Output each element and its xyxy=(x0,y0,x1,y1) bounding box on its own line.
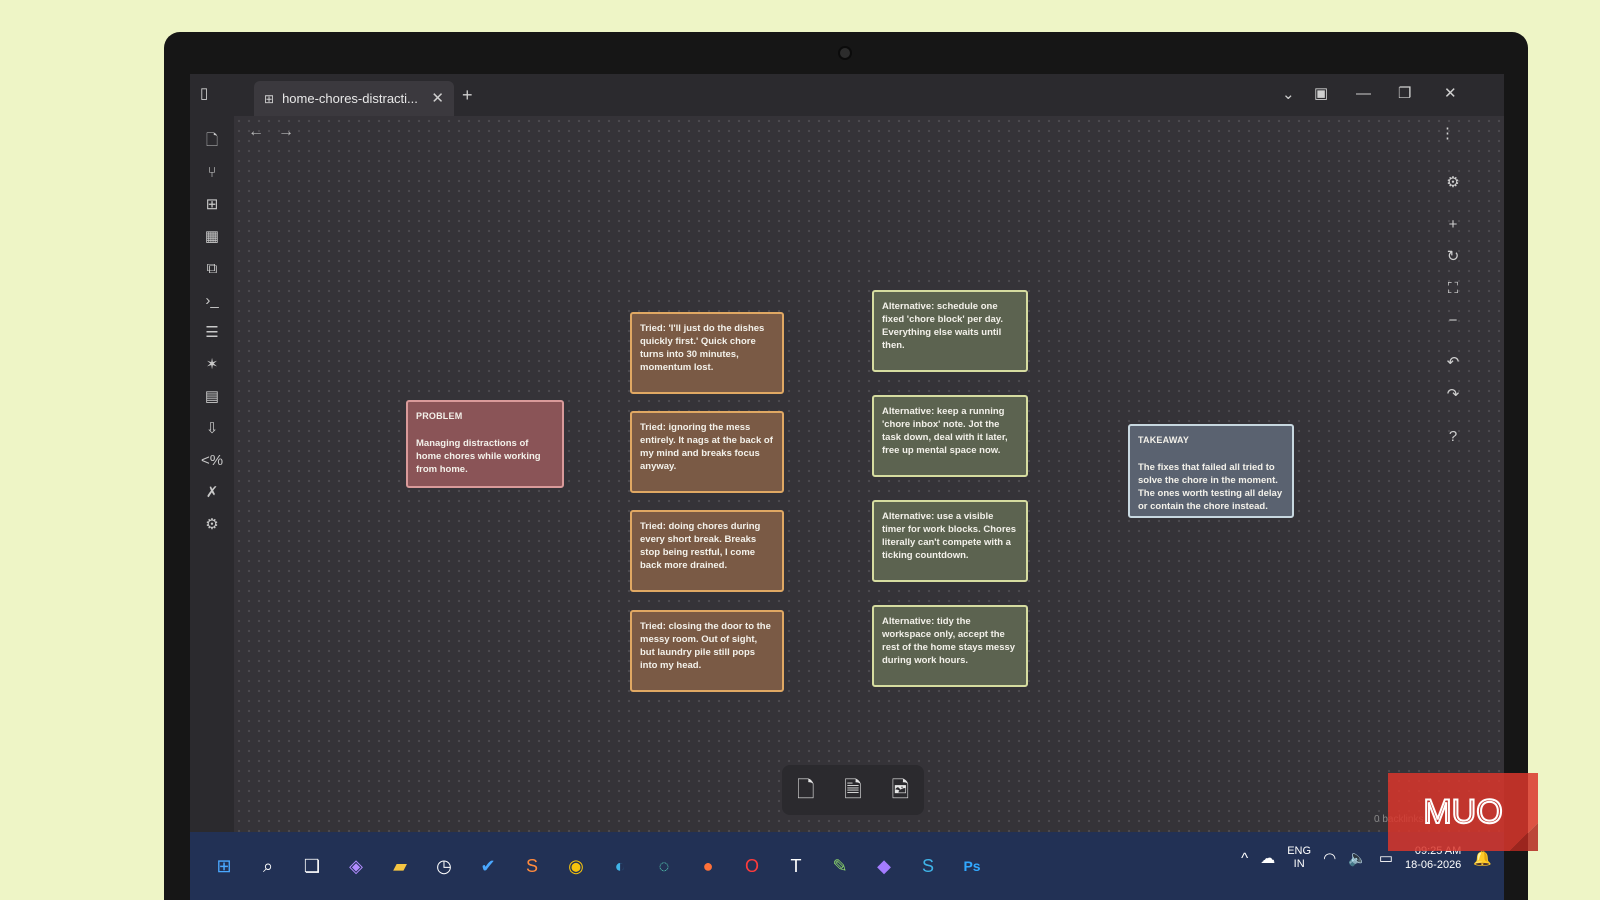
tried-text: Tried: closing the door to the messy roo… xyxy=(640,621,771,671)
tools-icon[interactable]: ✗ xyxy=(205,483,219,501)
forward-arrow-icon[interactable]: → xyxy=(278,123,294,140)
sidebar-toggle-icon[interactable]: ▯ xyxy=(200,85,209,102)
muo-watermark-logo: MUO xyxy=(1388,773,1538,851)
add-card-icon[interactable]: 🗋 xyxy=(796,777,815,802)
redo-icon[interactable]: ↷ xyxy=(1446,385,1460,403)
alternative-text: Alternative: use a visible timer for wor… xyxy=(882,511,1017,561)
tried-text: Tried: 'I'll just do the dishes quickly … xyxy=(640,323,765,373)
todo-icon[interactable]: ✔ xyxy=(480,855,496,876)
alternative-card[interactable]: Alternative: keep a running 'chore inbox… xyxy=(872,395,1028,477)
tried-text: Tried: ignoring the mess entirely. It na… xyxy=(640,422,773,472)
input-language[interactable]: ENG IN xyxy=(1287,845,1311,871)
edge-icon[interactable]: ◐ xyxy=(614,855,626,876)
tab-title: home-chores-distracti... xyxy=(282,91,418,106)
alternative-text: Alternative: tidy the workspace only, ac… xyxy=(882,616,1016,666)
copilot-icon[interactable]: ◈ xyxy=(349,855,363,876)
obsidian-icon[interactable]: ◆ xyxy=(877,855,891,876)
add-note-icon[interactable]: 🗎 xyxy=(844,777,862,802)
settings-gear-icon[interactable]: ⚙ xyxy=(205,515,219,533)
arc-browser-icon[interactable]: ◌ xyxy=(658,855,670,876)
battery-icon[interactable]: ▭ xyxy=(1378,849,1394,867)
start-icon[interactable]: ⊞ xyxy=(216,855,232,876)
search-icon[interactable]: ⌕ xyxy=(262,855,274,876)
templates-icon[interactable]: ⧉ xyxy=(206,259,218,277)
date-text: 18-06-2026 xyxy=(1405,859,1462,871)
restore-icon[interactable]: ❐ xyxy=(1398,85,1412,102)
opera-icon[interactable]: O xyxy=(744,855,759,876)
add-media-icon[interactable]: 🖻 xyxy=(891,777,910,802)
takeaway-card[interactable]: TAKEAWAY The fixes that failed all tried… xyxy=(1128,424,1294,518)
problem-card[interactable]: PROBLEM Managing distractions of home ch… xyxy=(406,400,564,488)
tried-card[interactable]: Tried: 'I'll just do the dishes quickly … xyxy=(630,312,784,394)
windows-taskbar: ⊞ ⌕ ❏ ◈ ▰ ◷ ✔ S ◉ ◐ ◌ ● O T ✎ ◆ S Ps ^ ☁… xyxy=(190,832,1504,900)
notification-bell-icon[interactable]: 🔔 xyxy=(1473,849,1492,867)
history-nav: ← → xyxy=(248,124,294,140)
reset-zoom-icon[interactable]: ↻ xyxy=(1446,247,1460,265)
photoshop-icon[interactable]: Ps xyxy=(963,858,981,874)
code-icon[interactable]: <% xyxy=(200,451,224,469)
tab-home-chores[interactable]: ⊞ home-chores-distracti... ✕ xyxy=(254,81,454,116)
new-note-icon[interactable]: 🗋 xyxy=(205,131,219,149)
zoom-out-icon[interactable]: − xyxy=(1448,311,1458,329)
sublime-icon[interactable]: S xyxy=(525,855,538,876)
terminal-icon[interactable]: ›_ xyxy=(205,291,219,309)
canvas-icon[interactable]: ⊞ xyxy=(205,195,219,213)
volume-icon[interactable]: 🔈 xyxy=(1348,849,1367,867)
zoom-fit-icon[interactable]: ⛶ xyxy=(1447,279,1459,297)
watermark-text: MUO xyxy=(1423,793,1502,831)
notepad-icon[interactable]: ✎ xyxy=(832,855,848,876)
alternative-card[interactable]: Alternative: tidy the workspace only, ac… xyxy=(872,605,1028,687)
canvas-controls: ⚙ + ↻ ⛶ − ↶ ↷ ? xyxy=(1440,166,1466,452)
close-tab-icon[interactable]: ✕ xyxy=(431,90,444,107)
help-icon[interactable]: ? xyxy=(1448,427,1458,445)
zoom-in-icon[interactable]: + xyxy=(1448,215,1458,233)
calendar-icon[interactable]: ▦ xyxy=(204,227,220,245)
lang-code: ENG xyxy=(1287,845,1312,857)
alternative-text: Alternative: schedule one fixed 'chore b… xyxy=(882,301,1004,351)
split-view-icon[interactable]: ▣ xyxy=(1314,85,1329,102)
webcam xyxy=(838,46,852,60)
alternative-text: Alternative: keep a running 'chore inbox… xyxy=(882,406,1008,456)
takeaway-text: The fixes that failed all tried to solve… xyxy=(1138,462,1283,512)
alternative-card[interactable]: Alternative: schedule one fixed 'chore b… xyxy=(872,290,1028,372)
graph-view-icon[interactable]: ⑂ xyxy=(207,163,217,181)
tried-text: Tried: doing chores during every short b… xyxy=(640,521,761,571)
table-icon[interactable]: ▤ xyxy=(204,387,220,405)
alternative-card[interactable]: Alternative: use a visible timer for wor… xyxy=(872,500,1028,582)
canvas-settings-icon[interactable]: ⚙ xyxy=(1446,173,1460,191)
takeaway-heading: TAKEAWAY xyxy=(1138,435,1190,445)
skype-icon[interactable]: S xyxy=(921,855,934,876)
screen: ▯ ⊞ home-chores-distracti... ✕ + ⌄ ▣ — ❐… xyxy=(190,74,1504,900)
typora-icon[interactable]: T xyxy=(790,855,802,876)
file-explorer-icon[interactable]: ▰ xyxy=(393,855,407,876)
outline-icon[interactable]: ☰ xyxy=(205,323,219,341)
tried-card[interactable]: Tried: ignoring the mess entirely. It na… xyxy=(630,411,784,493)
onedrive-icon[interactable]: ☁ xyxy=(1260,849,1276,867)
show-hidden-icons-chevron-icon[interactable]: ^ xyxy=(1241,849,1249,867)
tab-bar: ▯ ⊞ home-chores-distracti... ✕ + ⌄ ▣ — ❐… xyxy=(190,74,1504,116)
tried-card[interactable]: Tried: doing chores during every short b… xyxy=(630,510,784,592)
canvas-add-toolbar: 🗋 🗎 🖻 xyxy=(782,765,924,815)
new-tab-icon[interactable]: + xyxy=(462,85,473,105)
minimize-icon[interactable]: — xyxy=(1356,85,1371,102)
region-code: IN xyxy=(1293,858,1305,870)
chrome-icon[interactable]: ◉ xyxy=(568,855,584,876)
tab-list-chevron-icon[interactable]: ⌄ xyxy=(1282,86,1295,103)
clock-app-icon[interactable]: ◷ xyxy=(436,855,452,876)
problem-heading: PROBLEM xyxy=(416,411,463,421)
wifi-icon[interactable]: ◠ xyxy=(1323,849,1337,867)
problem-text: Managing distractions of home chores whi… xyxy=(416,438,541,475)
close-window-icon[interactable]: ✕ xyxy=(1444,85,1457,102)
import-icon[interactable]: ⇩ xyxy=(205,419,219,437)
left-ribbon: 🗋 ⑂ ⊞ ▦ ⧉ ›_ ☰ ✶ ▤ ⇩ <% ✗ ⚙ xyxy=(190,116,234,900)
canvas-icon: ⊞ xyxy=(264,91,275,106)
more-options-icon[interactable]: ⋮ xyxy=(1440,125,1455,142)
undo-icon[interactable]: ↶ xyxy=(1446,353,1460,371)
back-arrow-icon[interactable]: ← xyxy=(248,123,264,140)
task-view-icon[interactable]: ❏ xyxy=(303,855,321,876)
sparkle-icon[interactable]: ✶ xyxy=(205,355,219,373)
firefox-icon[interactable]: ● xyxy=(702,855,714,876)
tried-card[interactable]: Tried: closing the door to the messy roo… xyxy=(630,610,784,692)
